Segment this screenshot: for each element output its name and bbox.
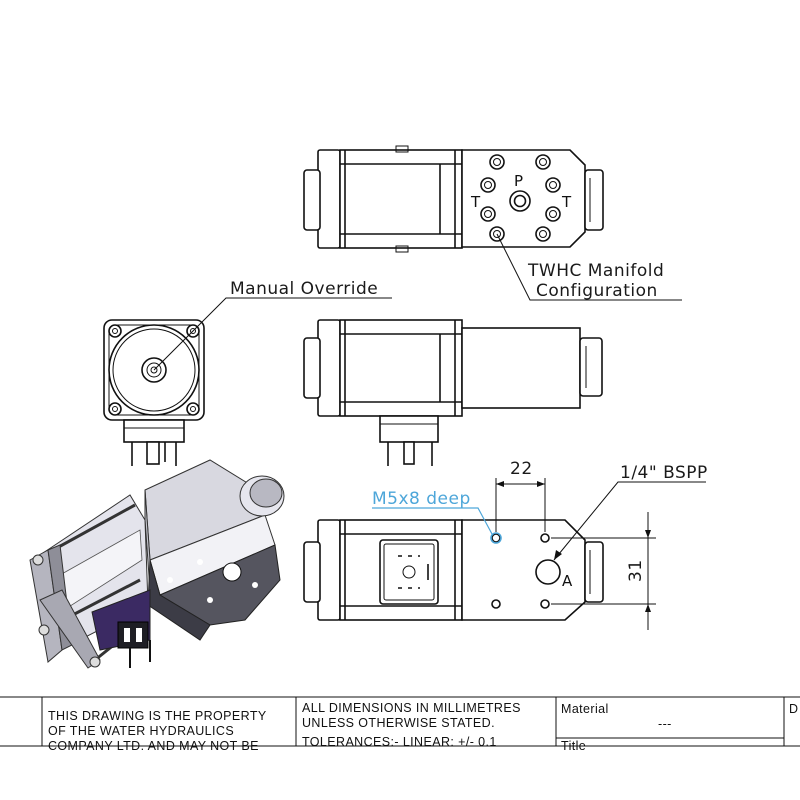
- port-t-left-label: T: [470, 193, 481, 211]
- dimension-vertical: 31: [551, 512, 656, 630]
- thread-callout-leader: [553, 481, 706, 561]
- tapped-hole-leader: [372, 507, 493, 535]
- top-view: P T T TWHC Manifold Configuration: [303, 145, 682, 301]
- tb-material-label: Material: [561, 702, 609, 716]
- tapped-hole-label: M5x8 deep: [372, 489, 471, 509]
- cropped-area: [0, 754, 800, 800]
- tb-drawn-label: D: [789, 702, 798, 716]
- manifold-label-line1: TWHC Manifold: [527, 261, 664, 281]
- manifold-leader-line: [496, 233, 682, 301]
- title-block: THIS DRAWING IS THE PROPERTY OF THE WATE…: [0, 696, 800, 753]
- tapped-hole-marker: [490, 532, 502, 544]
- manifold-ports: [480, 154, 561, 242]
- dimension-vertical-value: 31: [626, 559, 646, 582]
- tb-dims-line1: ALL DIMENSIONS IN MILLIMETRES: [302, 701, 521, 715]
- manual-override-label: Manual Override: [230, 279, 378, 299]
- tb-property-line3: COMPANY LTD. AND MAY NOT BE: [48, 739, 259, 753]
- tb-property-line2: OF THE WATER HYDRAULICS: [48, 724, 234, 738]
- isometric-render: [29, 459, 285, 669]
- bottom-view: A M5x8 deep 1/4" BSPP 22 31: [303, 459, 708, 630]
- tb-title-label: Title: [561, 739, 586, 753]
- tb-property-line1: THIS DRAWING IS THE PROPERTY: [48, 709, 267, 723]
- side-view: [303, 319, 603, 466]
- tb-dims-line2: UNLESS OTHERWISE STATED.: [302, 716, 495, 730]
- tb-material-value: ---: [658, 717, 672, 731]
- dimension-horizontal: 22: [495, 459, 546, 532]
- port-t-right-label: T: [561, 193, 572, 211]
- manual-override-leader: [153, 297, 392, 371]
- tb-dims-line3: TOLERANCES:- LINEAR: +/- 0.1: [302, 735, 497, 749]
- end-view: Manual Override: [103, 279, 392, 466]
- dimension-horizontal-value: 22: [510, 459, 533, 479]
- port-p-label: P: [514, 172, 523, 190]
- port-a-label: A: [562, 572, 573, 590]
- thread-callout-label: 1/4" BSPP: [620, 463, 708, 483]
- manifold-label-line2: Configuration: [536, 281, 658, 301]
